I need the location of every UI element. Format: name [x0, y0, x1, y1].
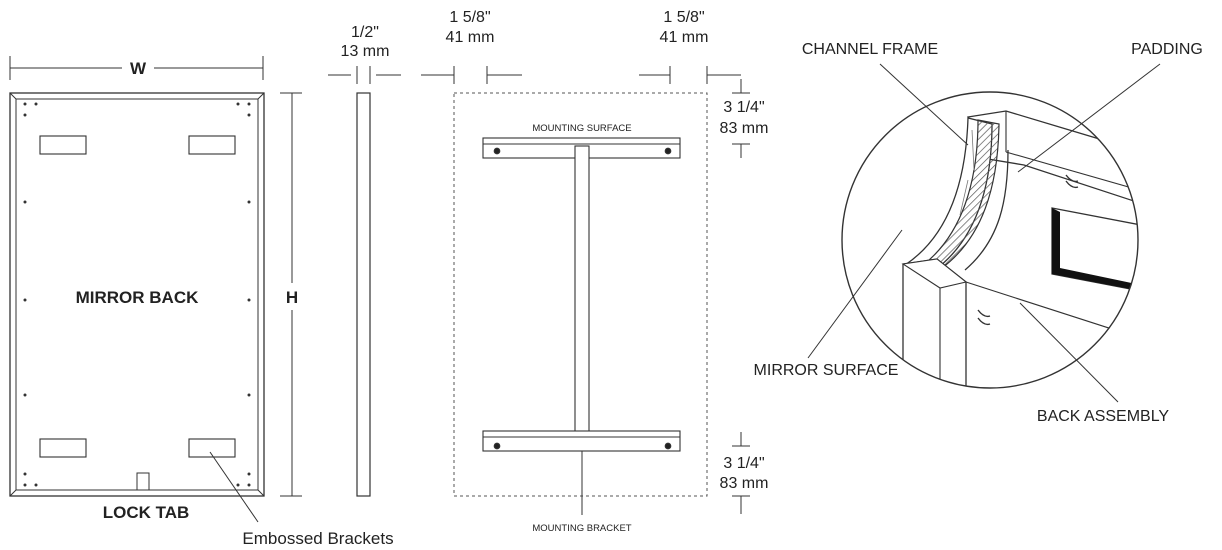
channel-frame-label: CHANNEL FRAME	[802, 41, 938, 58]
mirror-back-panel	[9, 92, 265, 497]
bottom-offset-metric: 83 mm	[720, 475, 769, 492]
lock-tab	[136, 472, 150, 491]
top-offset-metric: 83 mm	[720, 120, 769, 137]
width-label: W	[130, 59, 147, 78]
lock-tab-label: LOCK TAB	[103, 503, 190, 522]
embossed-brackets	[39, 135, 236, 458]
back-assembly-label: BACK ASSEMBLY	[1037, 408, 1170, 425]
top-offset-fraction: 3 1/4"	[723, 99, 764, 116]
callout-leader-lines	[807, 63, 1161, 403]
mirror-surface-label: MIRROR SURFACE	[754, 362, 899, 379]
mounting-surface-label: MOUNTING SURFACE	[532, 123, 631, 134]
embossed-brackets-label: Embossed Brackets	[242, 529, 393, 548]
bottom-mounting-bracket	[482, 430, 681, 452]
horizontal-offset-dimensions	[421, 66, 741, 84]
screw-holes	[23, 102, 251, 487]
bottom-offset-fraction: 3 1/4"	[723, 455, 764, 472]
front-view: W M	[9, 56, 394, 548]
brackets-leader-line	[209, 451, 259, 523]
right-offset-fraction: 1 5/8"	[663, 9, 704, 26]
width-dimension	[9, 56, 264, 80]
height-label: H	[286, 288, 298, 307]
height-dimension	[280, 92, 302, 497]
mirror-outline	[453, 92, 708, 497]
bracket-view: 1 5/8" 41 mm 1 5/8" 41 mm 3 1/4"	[421, 9, 768, 534]
right-offset-metric: 41 mm	[660, 29, 709, 46]
vertical-offset-dimensions	[732, 79, 750, 514]
mirror-back-label: MIRROR BACK	[76, 288, 199, 307]
side-view: 1/2" 13 mm	[328, 24, 401, 497]
thickness-metric: 13 mm	[341, 43, 390, 60]
thickness-dimension	[328, 66, 401, 84]
thickness-fraction: 1/2"	[351, 24, 379, 41]
detail-contents	[901, 110, 1138, 388]
side-profile	[356, 92, 371, 497]
left-offset-metric: 41 mm	[446, 29, 495, 46]
detail-view: CHANNEL FRAME PADDING MIRROR SURFACE BAC…	[754, 41, 1203, 425]
mounting-bracket-label: MOUNTING BRACKET	[532, 523, 631, 534]
bracket-post	[574, 145, 590, 443]
left-offset-fraction: 1 5/8"	[449, 9, 490, 26]
detail-circle	[841, 91, 1139, 389]
padding-label: PADDING	[1131, 41, 1203, 58]
